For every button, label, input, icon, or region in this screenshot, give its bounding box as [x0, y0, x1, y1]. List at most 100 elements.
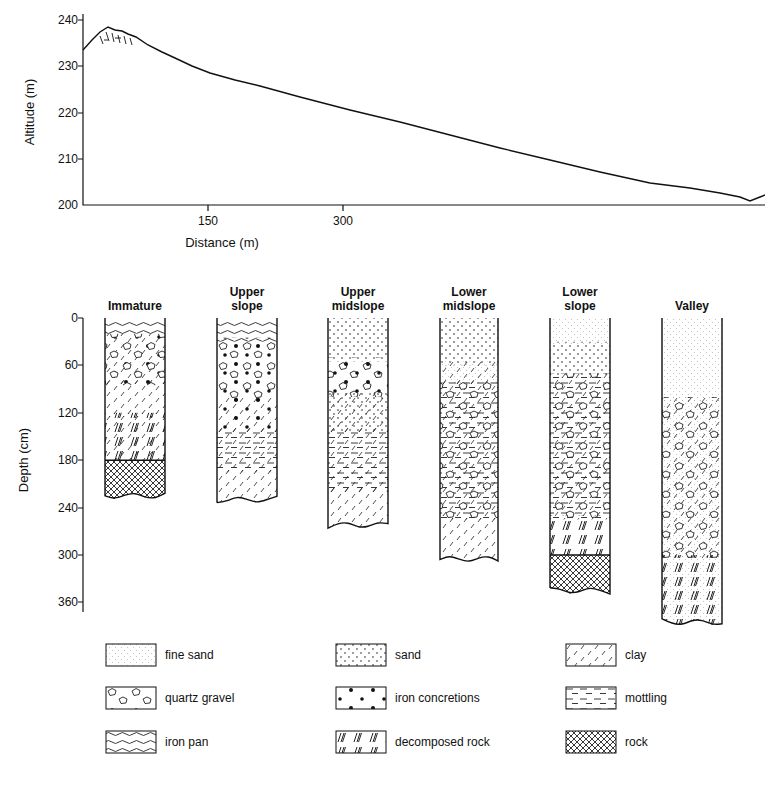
tick-label: 230	[58, 59, 78, 73]
legend-label: clay	[625, 649, 721, 662]
legend-label: fine sand	[165, 649, 261, 662]
soil-layer	[550, 373, 610, 519]
soil-layer	[550, 342, 610, 378]
soil-layer	[217, 429, 277, 473]
tick-label: 60	[65, 358, 78, 372]
rock-boundary	[550, 554, 610, 556]
legend-swatch	[565, 686, 617, 710]
altitude-axis	[78, 14, 765, 211]
legend-label: mottling	[625, 692, 721, 705]
bedrock	[105, 460, 165, 502]
axis-title: Altitude (m)	[23, 79, 37, 145]
legend-label: quartz gravel	[165, 692, 261, 705]
slope-profile	[83, 27, 765, 201]
profile-heading: Valley	[659, 299, 725, 313]
soil-layer	[440, 381, 498, 519]
axis-title: Depth (cm)	[17, 428, 31, 492]
soil-profile-column: Immature	[95, 299, 175, 502]
crag-hatching	[100, 32, 132, 45]
tick-label: 240	[58, 501, 78, 515]
soil-layer	[550, 373, 610, 519]
axis-title: Distance (m)	[185, 236, 259, 250]
soil-column	[105, 318, 165, 502]
tick-label: 210	[58, 152, 78, 166]
soil-layer	[217, 397, 277, 433]
tick-label: 300	[58, 548, 78, 562]
soil-layer	[217, 338, 277, 401]
soil-layer	[328, 318, 388, 362]
soil-profile-column: Lower slope	[540, 285, 620, 597]
soil-layer	[328, 393, 388, 433]
soil-layer	[662, 397, 722, 559]
soil-layer	[328, 358, 388, 398]
tick-label: 360	[58, 595, 78, 609]
profile-heading: Lower midslope	[436, 285, 502, 313]
legend-swatch	[105, 730, 157, 754]
legend-swatch	[335, 643, 387, 667]
legend-label: iron pan	[165, 736, 261, 749]
depth-axis	[78, 318, 83, 612]
soil-layer	[550, 516, 610, 560]
soil-profile-column: Lower midslope	[429, 285, 509, 565]
tick-label: 180	[58, 453, 78, 467]
tick-label: 300	[333, 214, 353, 228]
soil-column	[328, 318, 388, 531]
soil-column	[217, 318, 277, 505]
legend-label: rock	[625, 736, 721, 749]
legend-swatch	[335, 730, 387, 754]
legend-swatch	[335, 686, 387, 710]
soil-profiles	[105, 318, 722, 628]
column-outline	[217, 318, 277, 503]
soil-layer	[105, 334, 165, 385]
tick-label: 220	[58, 106, 78, 120]
soil-layer	[440, 381, 498, 519]
soil-column	[662, 318, 722, 628]
legend-label: iron concretions	[395, 692, 491, 705]
soil-layer	[217, 397, 277, 433]
profile-heading: Immature	[102, 299, 168, 313]
profile-heading: Upper slope	[214, 285, 280, 313]
legend-swatch	[565, 730, 617, 754]
soil-layer	[662, 397, 722, 559]
soil-layer	[550, 318, 610, 346]
soil-layer	[662, 555, 722, 628]
legend-swatch	[105, 643, 157, 667]
soil-layer	[328, 429, 388, 492]
legend-label: decomposed rock	[395, 736, 491, 749]
soil-layer	[217, 338, 277, 401]
soil-column	[550, 318, 610, 597]
soil-layer	[328, 358, 388, 398]
soil-layer	[662, 555, 722, 628]
soil-layer	[328, 429, 388, 492]
rock-boundary	[105, 459, 165, 461]
legend-swatch	[105, 686, 157, 710]
soil-profile-column: Upper midslope	[318, 285, 398, 531]
soil-layer	[550, 373, 610, 519]
column-outline	[105, 318, 165, 498]
column-outline	[550, 318, 610, 594]
profile-heading: Upper midslope	[325, 285, 391, 313]
soil-layer	[440, 381, 498, 519]
soil-layer	[328, 393, 388, 433]
tick-label: 150	[198, 214, 218, 228]
soil-layer	[217, 429, 277, 473]
soil-layer	[105, 413, 165, 464]
tick-label: 200	[58, 198, 78, 212]
tick-label: 0	[71, 311, 78, 325]
soil-layer	[662, 397, 722, 559]
soil-layer	[440, 318, 498, 365]
soil-profile-column: Valley	[652, 299, 732, 628]
soil-column	[440, 318, 498, 565]
legend-label: sand	[395, 649, 491, 662]
soil-layer	[105, 381, 165, 417]
column-outline	[440, 318, 498, 561]
soil-layer	[662, 318, 722, 401]
soil-profile-column: Upper slope	[207, 285, 287, 506]
soil-layer	[105, 413, 165, 464]
legend-swatch	[565, 643, 617, 667]
tick-label: 120	[58, 406, 78, 420]
tick-label: 240	[58, 13, 78, 27]
column-outline	[662, 318, 722, 624]
column-outline	[328, 318, 388, 528]
